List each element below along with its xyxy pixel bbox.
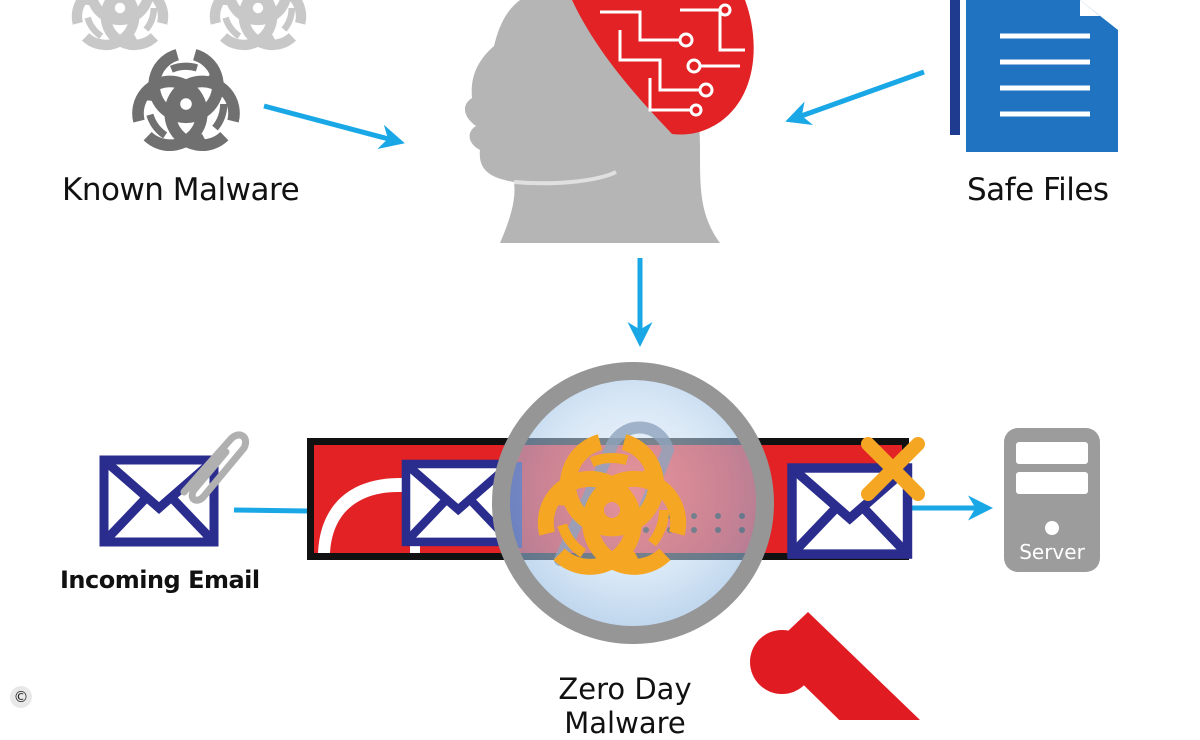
server-icon — [1004, 428, 1100, 572]
arrow-malware-to-head — [263, 103, 405, 149]
known-malware-label: Known Malware — [62, 172, 300, 208]
incoming-email-icon — [104, 431, 249, 542]
copyright-icon: © — [10, 686, 32, 708]
biohazard-icon — [127, 55, 244, 157]
known-malware-icons — [67, 0, 310, 156]
biohazard-icon — [205, 0, 310, 55]
x-mark-icon — [861, 437, 925, 501]
circuit-brain-icon — [572, 0, 754, 135]
incoming-email-label: Incoming Email — [60, 566, 260, 594]
safe-files-label: Safe Files — [967, 172, 1109, 208]
magnifying-glass-icon — [492, 362, 920, 720]
malware-detection-diagram — [0, 0, 1118, 720]
arrows — [233, 69, 993, 525]
paperclip-icon — [180, 431, 249, 504]
biohazard-icon — [67, 0, 172, 55]
magnifier-handle — [768, 612, 920, 720]
document-icon — [950, 0, 1118, 152]
server-label: Server — [1019, 540, 1085, 564]
zero-day-malware-label: Zero Day Malware — [558, 672, 692, 740]
arrow-files-to-head — [785, 69, 925, 126]
